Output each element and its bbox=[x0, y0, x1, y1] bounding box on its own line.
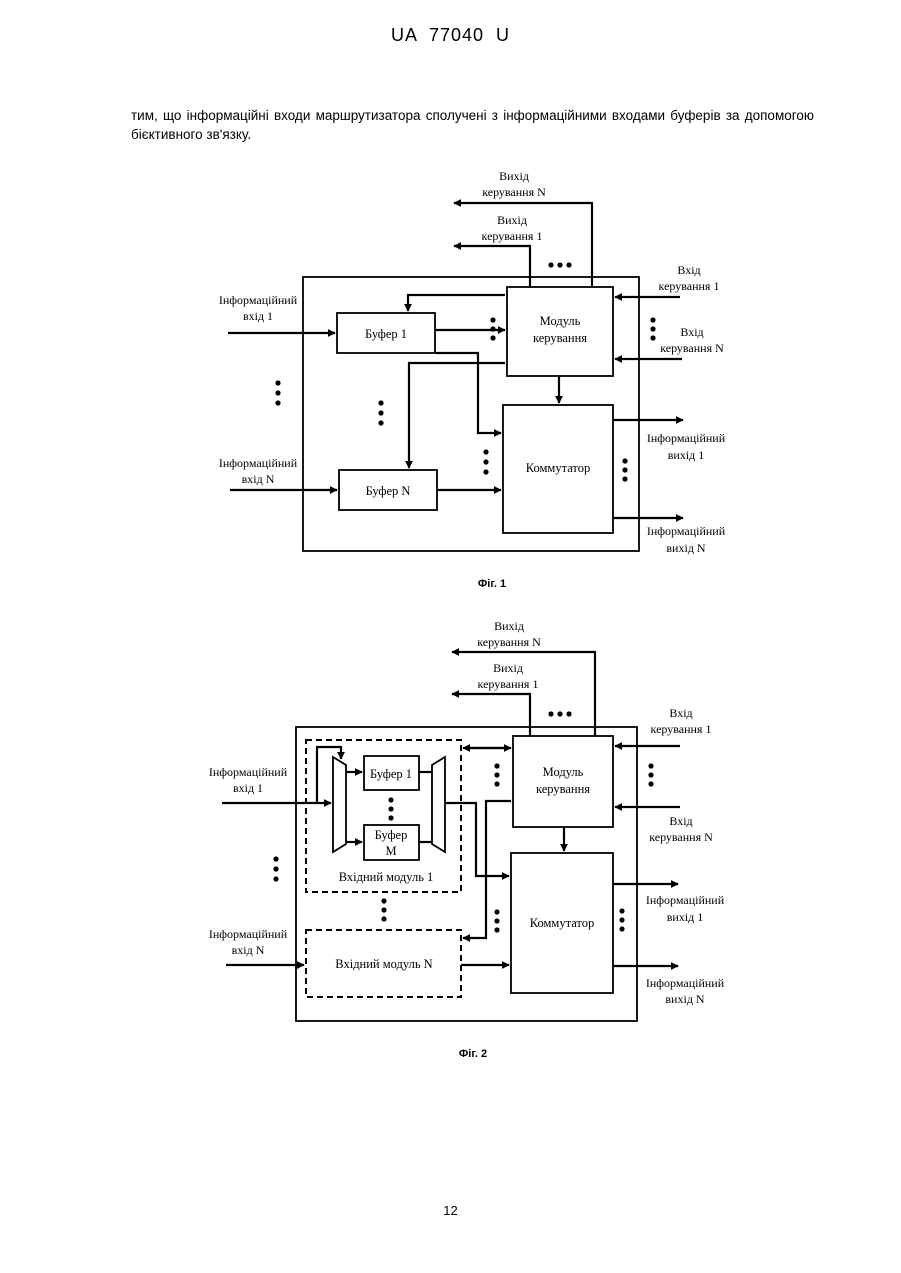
control-input-1-label-2-line1: Вхід bbox=[669, 706, 692, 720]
buffer-m-label-line2: M bbox=[385, 844, 396, 858]
input-module-n-label: Вхідний модуль N bbox=[335, 957, 432, 971]
info-output-1-label-2-line1: Інформаційний bbox=[646, 893, 725, 907]
info-output-n-label-2-line2: вихід N bbox=[665, 992, 705, 1006]
info-output-1-label-line2: вихід 1 bbox=[668, 448, 705, 462]
buffer-1-label-2: Буфер 1 bbox=[370, 767, 412, 781]
input-module-1-label: Вхідний модуль 1 bbox=[339, 870, 434, 884]
info-input-n-label-2-line1: Інформаційний bbox=[209, 927, 288, 941]
control-output-1-arrow bbox=[454, 246, 530, 287]
control-output-n-label-2-line1: Вихід bbox=[494, 619, 524, 633]
figure-2-diagram: Вхідний модуль 1 Вхідний модуль N Буфер … bbox=[209, 619, 725, 1060]
control-module-label-2-line1: Модуль bbox=[543, 765, 584, 779]
control-to-module-n-arrow bbox=[463, 801, 511, 938]
info-output-n-label-2-line1: Інформаційний bbox=[646, 976, 725, 990]
switch-label: Коммутатор bbox=[526, 461, 590, 475]
info-output-1-label-line1: Інформаційний bbox=[647, 431, 726, 445]
info-input-1-label-2-line1: Інформаційний bbox=[209, 765, 288, 779]
control-module-label-2-line2: керування bbox=[536, 782, 590, 796]
control-output-n-label-line2: керування N bbox=[482, 185, 546, 199]
control-output-n-label-2-line2: керування N bbox=[477, 635, 541, 649]
info-input-n-label-line2: вхід N bbox=[242, 472, 275, 486]
info-input-1-label-2-line2: вхід 1 bbox=[233, 781, 263, 795]
switch-label-2: Коммутатор bbox=[530, 916, 594, 930]
control-input-1-label-2-line2: керування 1 bbox=[651, 722, 712, 736]
control-input-n-label-line1: Вхід bbox=[680, 325, 703, 339]
info-output-1-label-2-line2: вихід 1 bbox=[667, 910, 704, 924]
figure-1-caption: Фіг. 1 bbox=[478, 578, 506, 590]
control-output-1-arrow-2 bbox=[452, 694, 530, 736]
info-input-1-label-line1: Інформаційний bbox=[219, 293, 298, 307]
control-output-1-label-2-line2: керування 1 bbox=[478, 677, 539, 691]
control-module-label-line2: керування bbox=[533, 331, 587, 345]
figure-1-diagram: Буфер 1 Буфер N Модуль керування Коммута… bbox=[219, 169, 726, 590]
control-to-buffer-1-arrow bbox=[408, 295, 505, 311]
control-input-n-label-2-line2: керування N bbox=[649, 830, 713, 844]
control-output-1-label-2-line1: Вихід bbox=[493, 661, 523, 675]
control-output-1-label-line2: керування 1 bbox=[482, 229, 543, 243]
info-input-1-label-line2: вхід 1 bbox=[243, 309, 273, 323]
module-1-to-switch-arrow bbox=[445, 803, 509, 876]
page-number: 12 bbox=[0, 1203, 901, 1218]
ellipsis-dots-2 bbox=[273, 711, 653, 932]
module-control-to-demux-arrow bbox=[317, 747, 341, 803]
info-output-n-label-line2: вихід N bbox=[666, 541, 706, 555]
control-input-1-label-line1: Вхід bbox=[677, 263, 700, 277]
control-module-label-line1: Модуль bbox=[540, 314, 581, 328]
buffer-n-label: Буфер N bbox=[366, 484, 411, 498]
demultiplexer-shape bbox=[333, 757, 346, 852]
buffer-m-label-line1: Буфер bbox=[375, 828, 408, 842]
control-output-n-label-line1: Вихід bbox=[499, 169, 529, 183]
info-input-n-label-2-line2: вхід N bbox=[232, 943, 265, 957]
figure-2-caption: Фіг. 2 bbox=[459, 1048, 487, 1060]
multiplexer-shape bbox=[432, 757, 445, 852]
buffer-1-label: Буфер 1 bbox=[365, 327, 407, 341]
buffer-1-to-switch-arrow bbox=[436, 353, 501, 433]
control-output-1-label-line1: Вихід bbox=[497, 213, 527, 227]
info-output-n-label-line1: Інформаційний bbox=[647, 524, 726, 538]
control-input-n-label-2-line1: Вхід bbox=[669, 814, 692, 828]
control-to-buffer-n-arrow bbox=[409, 363, 505, 468]
info-input-n-label-line1: Інформаційний bbox=[219, 456, 298, 470]
control-input-n-label-line2: керування N bbox=[660, 341, 724, 355]
control-input-1-label-line2: керування 1 bbox=[659, 279, 720, 293]
